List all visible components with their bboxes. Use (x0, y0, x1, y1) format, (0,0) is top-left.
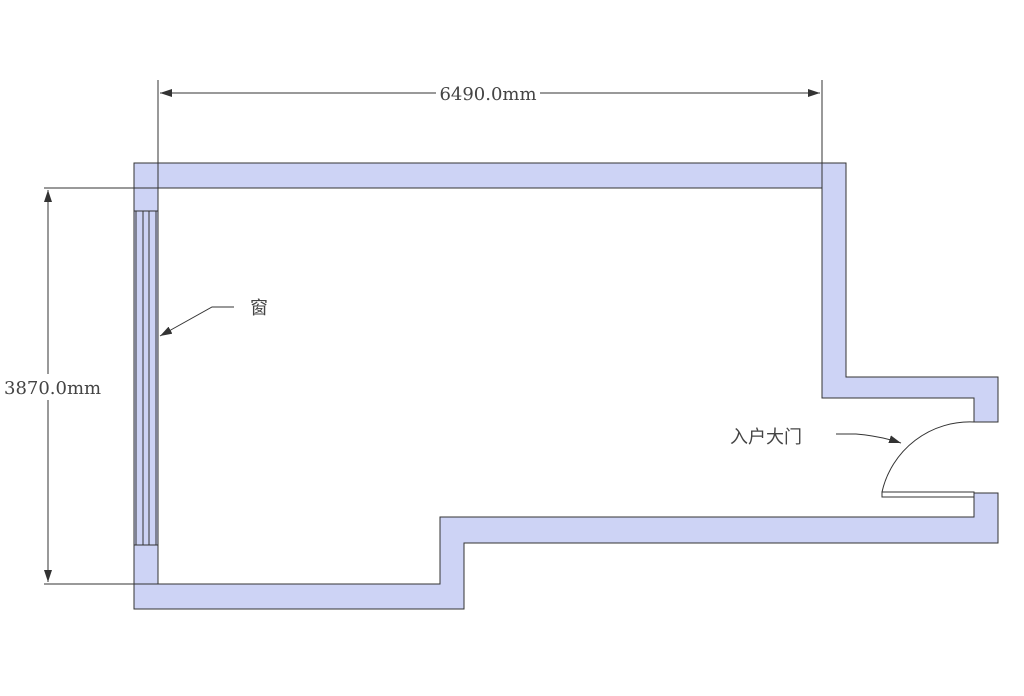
entrance-door (881, 421, 975, 498)
window-annotation: 窗 (159, 298, 268, 337)
window-symbol (134, 210, 158, 546)
width-dimension-label: 6490.0mm (439, 84, 536, 105)
height-dimension-label: 3870.0mm (4, 378, 101, 399)
entrance-annotation: 入户大门 (730, 427, 902, 448)
room-walls (133, 162, 999, 610)
height-dimension: 3870.0mm (2, 187, 158, 585)
width-dimension: 6490.0mm (157, 80, 823, 188)
window-label: 窗 (250, 298, 268, 319)
entrance-label: 入户大门 (730, 427, 802, 448)
